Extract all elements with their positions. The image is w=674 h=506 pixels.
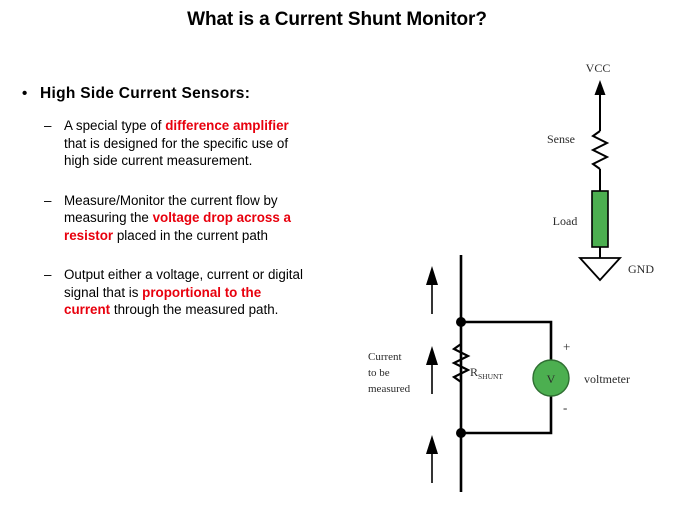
current-arrow-bottom-icon <box>426 435 438 483</box>
list-item-2-highlight-a: voltage drop across a <box>152 210 291 225</box>
list-item-1-line-3: high side current measurement. <box>64 153 253 168</box>
gnd-label: GND <box>628 262 654 276</box>
bullet-dot-icon: • <box>22 85 28 102</box>
list-item-2-text-a: measuring the <box>64 210 153 225</box>
vcc-arrow-icon <box>594 80 606 131</box>
voltmeter-label: voltmeter <box>584 372 630 386</box>
sense-resistor-icon <box>590 130 610 170</box>
list-item-3-highlight-b: current <box>64 302 111 317</box>
dash-glyph-icon: – <box>44 267 52 282</box>
bullet-list: • High Side Current Sensors: – A special… <box>18 84 370 341</box>
sense-label: Sense <box>547 132 575 146</box>
lower-circuit: Current to be measured RSHUNT V + - volt… <box>368 255 630 492</box>
list-item-2-highlight-b: resistor <box>64 227 114 243</box>
junction-dot-bottom <box>456 428 466 438</box>
list-item-2: – Measure/Monitor the current flow by me… <box>18 192 370 245</box>
list-item-3-text-a: signal that is <box>64 284 143 300</box>
list-item-2-text-b: placed in the current path <box>113 227 268 243</box>
list-item-2-line-3: resistor placed in the current path <box>64 227 370 245</box>
shunt-label-subscript: SHUNT <box>478 372 503 381</box>
list-item-2-line-1: Measure/Monitor the current flow by <box>64 192 278 208</box>
polarity-minus-label: - <box>563 400 567 415</box>
load-block <box>591 190 609 248</box>
shunt-label-main: R <box>470 365 478 379</box>
dash-glyph-icon: – <box>44 118 52 133</box>
list-item-2-line-2: measuring the voltage drop across a <box>64 209 370 227</box>
list-item-3-line-3: current through the measured path. <box>64 301 370 319</box>
voltmeter-bottom-wire <box>461 396 553 435</box>
voltmeter-symbol <box>532 359 570 397</box>
list-item-1: – A special type of difference amplifier… <box>18 117 370 170</box>
list-item-1-line-1: A special type of difference amplifier <box>64 117 370 135</box>
polarity-plus-label: + <box>563 339 570 354</box>
current-label-line-2: to be <box>368 367 390 379</box>
list-item-1-text-a: A special type of <box>64 118 166 133</box>
load-label: Load <box>553 214 578 228</box>
list-item-3-text-b: through the measured path. <box>110 302 279 317</box>
current-label-line-1: Current <box>368 351 402 363</box>
heading-label: High Side Current Sensors: <box>40 85 251 102</box>
list-item-heading: • High Side Current Sensors: <box>18 84 370 104</box>
page-title: What is a Current Shunt Monitor? <box>187 9 487 30</box>
current-arrow-top-icon <box>426 266 438 314</box>
ground-symbol-icon <box>577 257 623 282</box>
upper-circuit: VCC Sense Load GND <box>547 61 654 282</box>
shunt-resistor-icon <box>451 343 471 383</box>
voltmeter-top-wire <box>461 320 553 360</box>
list-item-1-line-2: that is designed for the specific use of <box>64 135 289 151</box>
junction-dot-top <box>456 317 466 327</box>
list-item-3-highlight-a: proportional to the <box>142 284 262 300</box>
vcc-label: VCC <box>586 61 611 75</box>
voltmeter-glyph: V <box>547 372 556 386</box>
dash-glyph-icon: – <box>44 192 52 208</box>
list-item-1-highlight-a: difference amplifier <box>165 118 289 133</box>
list-item-3-line-2: signal that is proportional to the <box>64 284 370 302</box>
current-label-line-3: measured <box>368 383 411 395</box>
list-item-3: – Output either a voltage, current or di… <box>18 266 370 319</box>
shunt-label: RSHUNT <box>470 365 503 381</box>
current-arrow-middle-icon <box>426 346 438 394</box>
list-item-3-line-1: Output either a voltage, current or digi… <box>64 267 303 282</box>
